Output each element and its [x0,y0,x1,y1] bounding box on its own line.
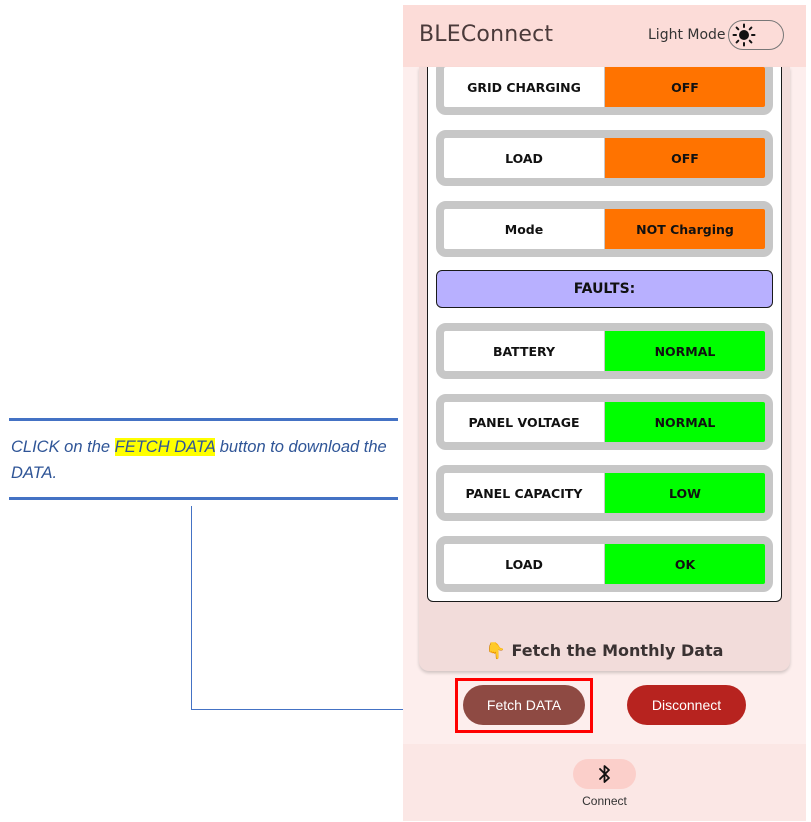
fault-row-load: LOAD OK [436,536,773,592]
annotation-text-after: button to download the DATA. [11,438,387,482]
fault-value: NORMAL [605,402,765,442]
fault-row-battery: BATTERY NORMAL [436,323,773,379]
fault-label: BATTERY [444,331,604,371]
status-label: LOAD [444,138,604,178]
status-row-mode: Mode NOT Charging [436,201,773,257]
status-panel: GRID CHARGING OFF LOAD OFF Mode NOT Char… [427,67,782,602]
light-mode-toggle[interactable] [728,20,784,50]
fault-value: NORMAL [605,331,765,371]
nav-connect-label[interactable]: Connect [582,794,627,808]
fault-value: LOW [605,473,765,513]
disconnect-button[interactable]: Disconnect [627,685,746,725]
status-card[interactable]: GRID CHARGING OFF LOAD OFF Mode NOT Char… [419,67,790,671]
fetch-data-button[interactable]: Fetch DATA [463,685,585,725]
pointing-hand-icon: 👇 [485,641,506,660]
status-label: GRID CHARGING [444,67,604,107]
annotation-connector-horizontal [191,709,445,710]
annotation-top-rule [9,418,398,421]
mode-label: Light Mode [648,27,726,43]
nav-connect-button[interactable] [573,759,636,789]
app-title: BLEConnect [419,22,554,47]
fault-row-panel-voltage: PANEL VOLTAGE NORMAL [436,394,773,450]
fault-label: PANEL VOLTAGE [444,402,604,442]
fetch-monthly-hint: 👇 Fetch the Monthly Data [419,641,790,660]
sun-icon [732,23,756,47]
status-row-grid-charging: GRID CHARGING OFF [436,67,773,115]
phone-screen: BLEConnect Light Mode G [403,5,806,821]
status-row-load: LOAD OFF [436,130,773,186]
annotation-bottom-rule [9,497,398,500]
fetch-monthly-text: Fetch the Monthly Data [511,641,724,660]
app-bar: BLEConnect Light Mode [403,5,806,67]
status-value: OFF [605,67,765,107]
annotation-connector-vertical [191,506,192,710]
annotation-highlight: FETCH DATA [114,438,216,456]
status-label: Mode [444,209,604,249]
status-value: NOT Charging [605,209,765,249]
fetch-button-highlight [455,678,593,733]
fault-row-panel-capacity: PANEL CAPACITY LOW [436,465,773,521]
fault-value: OK [605,544,765,584]
bluetooth-icon [598,765,610,783]
fault-label: PANEL CAPACITY [444,473,604,513]
annotation-text: CLICK on the FETCH DATA button to downlo… [11,434,391,486]
bottom-navigation: Connect [403,744,806,821]
annotation-text-before: CLICK on the [11,438,115,456]
fault-label: LOAD [444,544,604,584]
faults-header: FAULTS: [436,270,773,308]
status-value: OFF [605,138,765,178]
